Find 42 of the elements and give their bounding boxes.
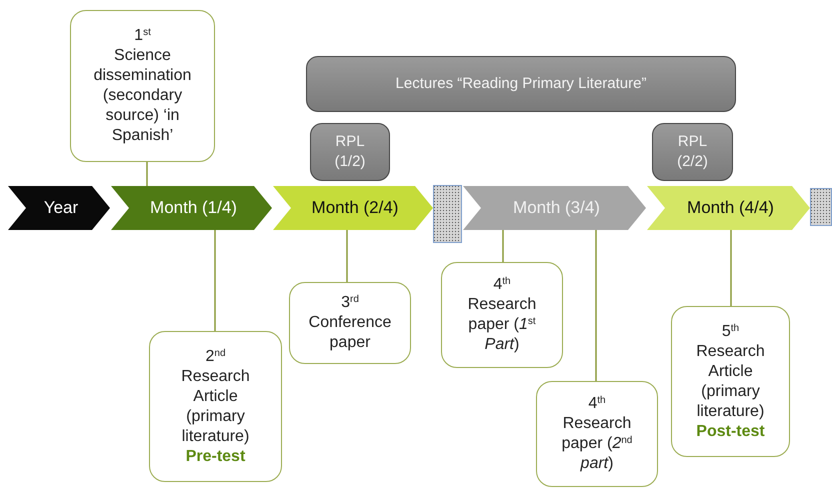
milestone-text: Research Article (primary literature) Post-test [695,342,766,442]
period-label: Year [44,197,78,220]
milestone-text: Research paper (2$^{nd}$ part) [560,414,634,474]
connector-line [146,162,148,186]
milestone-box [441,262,563,368]
period-label: Month (3/4) [513,197,600,220]
connector-line [502,230,504,262]
milestone-box [671,306,790,457]
connector-line [730,230,732,306]
milestone-text: Research Article (primary literature) Pre-test [180,366,251,466]
milestone-text: Conference paper [308,313,392,353]
lecture-box [310,123,390,181]
ordinal-text: 4$^{th}$ [588,394,606,414]
ordinal-text: 1$^{st}$ [134,26,151,46]
connector-line [346,230,348,282]
ordinal-text: 2$^{nd}$ [205,346,226,366]
ordinal-text: 4$^{th}$ [493,275,511,295]
milestone-box [149,331,282,482]
dotted-bar [433,185,462,243]
lecture-box [306,56,736,112]
timeline-segment [8,186,110,230]
lecture-box [652,123,733,181]
connector-line [214,230,216,331]
milestone-box [289,282,411,364]
timeline-segment [463,186,646,230]
lecture-text: RPL (2/2) [676,132,709,172]
connector-line [595,230,597,381]
lecture-text: RPL (1/2) [334,132,366,172]
period-label: Month (2/4) [312,197,398,220]
milestone-text: Science dissemination (secondary source) ‘in Spanish’ [92,46,192,146]
milestone-text: Research paper (1$^{st}$ Part) [466,295,538,355]
milestone-box [536,381,658,487]
period-label: Month (4/4) [687,197,774,220]
timeline-segment [273,186,433,230]
milestone-box [70,10,215,162]
ordinal-text: 3$^{rd}$ [341,293,359,313]
dotted-bar [810,188,832,226]
lecture-text: Lectures “Reading Primary Literature” [396,74,646,94]
timeline-segment [111,186,272,230]
timeline-segment [647,186,810,230]
period-label: Month (1/4) [150,197,237,220]
ordinal-text: 5$^{th}$ [722,322,740,342]
